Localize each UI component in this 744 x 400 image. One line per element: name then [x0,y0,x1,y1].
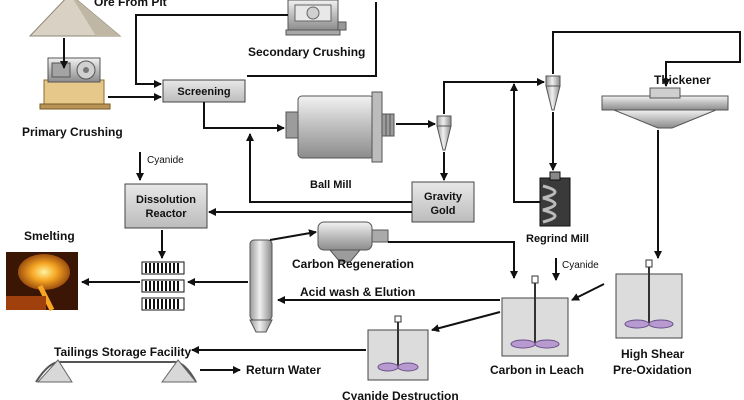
gravity-gold-box [411,181,475,223]
ore-pile-icon [28,0,122,37]
dissolution-reactor-box [124,183,208,229]
high-shear-label-line1: High Shear [621,347,685,361]
dissolution-label-line1: Dissolution [136,194,196,206]
arrow-highshear-to-cil [571,283,605,301]
arrow-column-to-regen [269,229,317,241]
arrow-cyclone-to-regrind-cyclone [443,78,545,114]
regrind-mill-icon [539,171,571,227]
ball-mill-label: Ball Mill [310,179,352,191]
secondary-crusher-icon [285,0,347,36]
cyanide-leach-label: Cyanide [562,260,599,271]
cyanide-dissolution-label: Cyanide [147,155,184,166]
cil-tank-icon [501,275,569,357]
dissolution-label-line2: Reactor [146,208,188,220]
elution-column-icon [249,239,273,333]
acid-wash-elution-label: Acid wash & Elution [300,285,415,299]
smelting-image [6,252,78,312]
arrow-to-thickener [552,31,741,87]
primary-crusher-icon [39,57,111,110]
flow-lines [60,2,741,374]
cyanide-destruction-tank-icon [367,315,429,381]
electrowinning-cells-icon [141,261,185,311]
primary-crushing-label: Primary Crushing [22,125,123,139]
secondary-crushing-label: Secondary Crushing [248,45,365,59]
arrow-screening-to-ballmill [203,102,285,132]
ball-mill-icon [285,91,395,163]
tailings-embankment-right [161,359,198,383]
high-shear-label-line2: Pre-Oxidation [613,363,692,377]
tailings-label: Tailings Storage Facility [54,345,191,359]
smelting-label: Smelting [24,229,75,243]
regrind-mill-label: Regrind Mill [526,233,589,245]
gravity-label-line1: Gravity [424,191,463,203]
carbon-in-leach-label: Carbon in Leach [490,363,584,377]
gravity-label-line2: Gold [430,205,455,217]
return-water-label: Return Water [246,363,321,377]
cyclone-icon [436,115,452,151]
tailings-dam-profile [35,360,197,383]
carbon-regeneration-label: Carbon Regeneration [292,257,414,271]
arrow-gravity-to-ballmill [246,133,412,203]
screening-label: Screening [177,86,230,98]
regeneration-kiln-icon [317,221,389,263]
tailings-embankment-left [36,359,73,383]
thickener-label: Thickener [654,73,711,87]
arrow-cil-to-destruction [431,311,501,333]
cyanide-destruction-label: Cyanide Destruction [342,389,459,400]
high-shear-tank-icon [615,259,683,339]
thickener-icon [601,87,729,129]
ore-from-pit-label: Ore From Pit [94,0,167,9]
arrow-regen-to-cil [388,241,518,279]
arrow-regrind-return [510,83,540,203]
arrow-secondary-to-screening [135,14,288,88]
regrind-cyclone-icon [545,75,561,111]
arrow-screening-to-secondary [247,2,377,77]
